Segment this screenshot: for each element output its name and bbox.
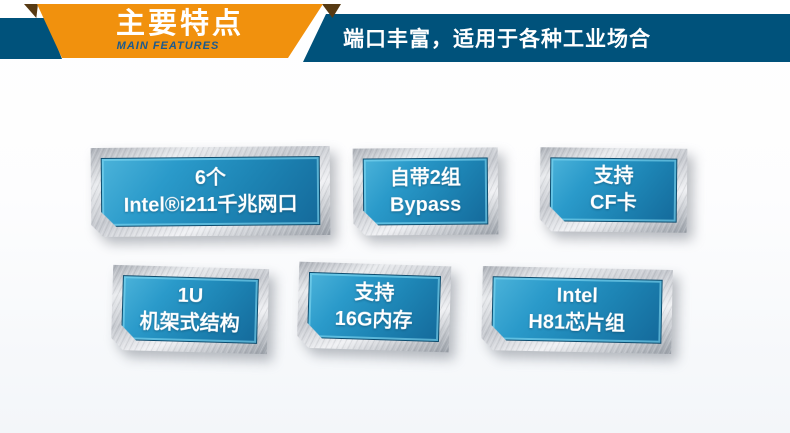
- feature-panel: 支持 CF卡: [550, 157, 678, 222]
- feature-panel: 支持 16G内存: [307, 272, 441, 342]
- page-subtitle: MAIN FEATURES: [116, 40, 220, 52]
- feature-panel: Intel H81芯片组: [491, 276, 662, 344]
- feature-line2: H81芯片组: [528, 310, 626, 336]
- page-title: 主要特点: [115, 8, 244, 40]
- feature-line1: 1U: [177, 284, 204, 307]
- feature-card-network: 6个 Intel®i211千兆网口: [91, 146, 331, 237]
- feature-line2: Intel®i211千兆网口: [123, 192, 298, 217]
- metal-frame: Intel H81芯片组: [481, 266, 673, 354]
- feature-line2: CF卡: [589, 191, 637, 215]
- metal-frame: 自带2组 Bypass: [353, 147, 499, 235]
- metal-frame: 支持 CF卡: [540, 147, 688, 233]
- feature-panel: 自带2组 Bypass: [363, 157, 489, 225]
- feature-line2: 16G内存: [334, 307, 413, 333]
- feature-card-bypass: 自带2组 Bypass: [353, 147, 499, 235]
- feature-line2: 机架式结构: [139, 310, 240, 335]
- ribbon-fold-left: [24, 4, 38, 18]
- feature-panel: 1U 机架式结构: [121, 275, 259, 344]
- feature-line1: Intel: [556, 284, 599, 308]
- header-banner: 端口丰富，适用于各种工业场合: [303, 14, 790, 62]
- feature-panel: 6个 Intel®i211千兆网口: [101, 156, 321, 227]
- metal-frame: 支持 16G内存: [297, 262, 452, 353]
- metal-frame: 6个 Intel®i211千兆网口: [91, 146, 331, 237]
- feature-card-cf: 支持 CF卡: [540, 147, 688, 233]
- feature-line2: Bypass: [389, 193, 462, 216]
- title-ribbon: 主要特点 MAIN FEATURES: [37, 4, 323, 58]
- feature-card-memory: 支持 16G内存: [297, 262, 452, 353]
- banner-text: 端口丰富，适用于各种工业场合: [343, 28, 651, 51]
- feature-line1: 6个: [194, 166, 227, 189]
- feature-line1: 自带2组: [389, 166, 462, 189]
- feature-line1: 支持: [354, 281, 395, 305]
- metal-frame: 1U 机架式结构: [111, 265, 269, 354]
- feature-line1: 支持: [593, 164, 634, 188]
- feature-card-1u: 1U 机架式结构: [111, 265, 269, 354]
- feature-card-chipset: Intel H81芯片组: [481, 266, 673, 354]
